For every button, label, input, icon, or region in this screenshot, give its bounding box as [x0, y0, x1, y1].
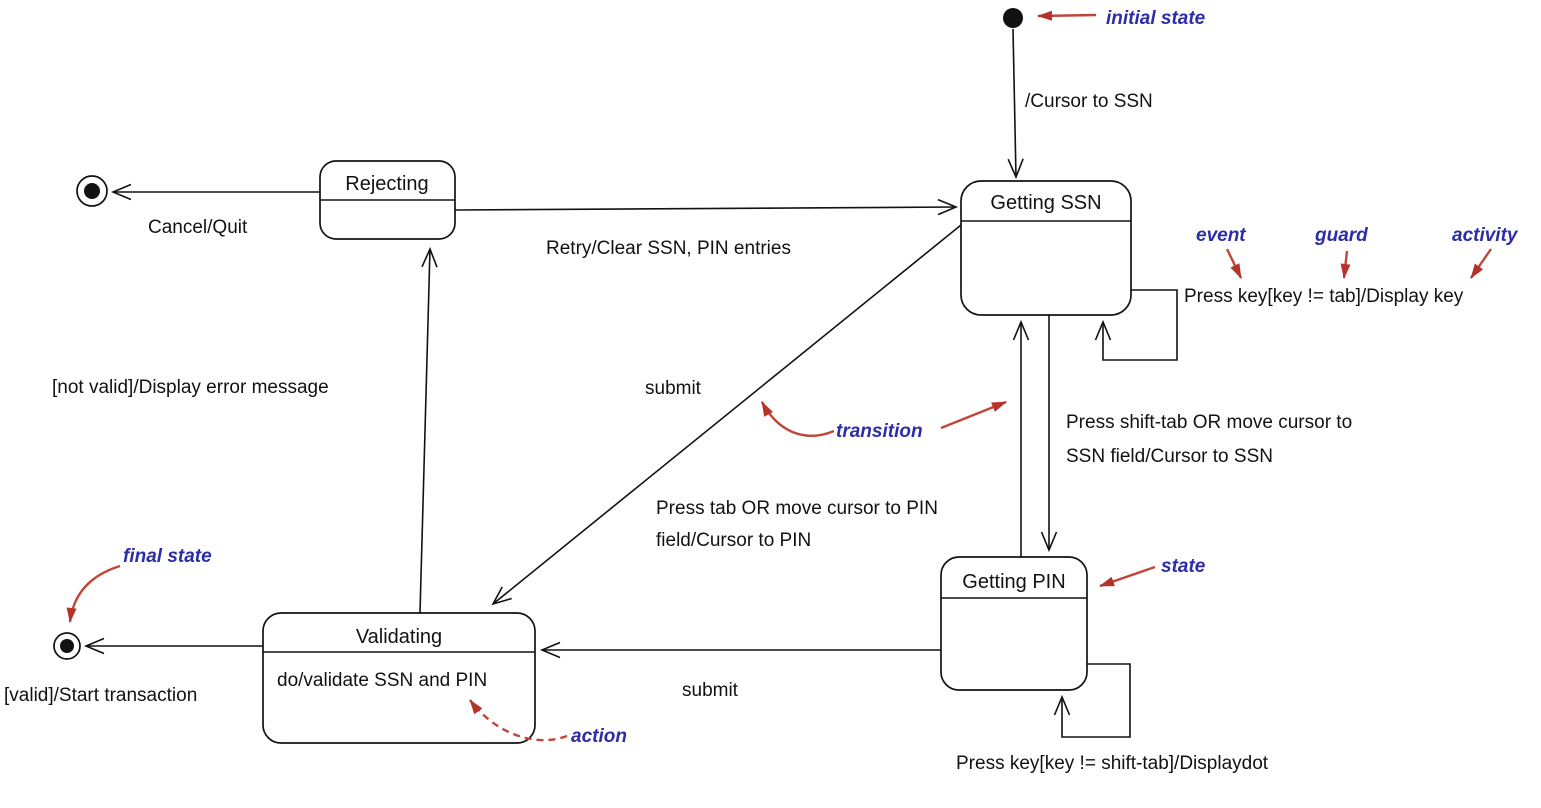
label-submit-upper: submit [645, 378, 702, 399]
annotation-action-arrow [469, 699, 568, 742]
state-getting-pin-box [940, 556, 1088, 691]
label-cancel-quit: Cancel/Quit [148, 217, 248, 238]
state-getting-pin: Getting PIN [940, 556, 1088, 691]
state-validating-box [262, 612, 536, 744]
state-validating-title: Validating [356, 626, 442, 648]
state-getting-pin-title: Getting PIN [962, 571, 1065, 593]
annotation-state: state [1161, 556, 1206, 577]
state-getting-ssn-title: Getting SSN [990, 192, 1101, 214]
transition-getting-pin-self-loop [1053, 663, 1131, 738]
transition-rejecting-to-getting-ssn [454, 198, 959, 216]
annotation-transition-arrow-right [940, 400, 1007, 430]
label-cursor-to-ssn: /Cursor to SSN [1025, 91, 1153, 112]
initial-state-pointer-arrow [1037, 10, 1097, 21]
annotation-action: action [571, 726, 627, 747]
annotation-guard: guard [1314, 225, 1368, 246]
label-valid: [valid]/Start transaction [4, 685, 197, 706]
state-getting-ssn-box [960, 180, 1132, 316]
state-validating: Validating do/validate SSN and PIN [262, 612, 536, 744]
label-tab-line1: Press tab OR move cursor to PIN [656, 498, 938, 519]
label-not-valid: [not valid]/Display error message [52, 377, 329, 398]
annotation-event-arrow [1225, 248, 1243, 279]
annotation-final-state-arrow [66, 564, 121, 623]
annotation-transition-arrow-left [760, 401, 835, 437]
initial-state-dot [1003, 8, 1023, 28]
annotation-transition: transition [836, 421, 923, 442]
label-shift-tab-line1: Press shift-tab OR move cursor to [1066, 412, 1352, 433]
label-press-key-tab: Press key[key != tab]/Display key [1184, 286, 1464, 307]
annotation-state-arrow [1099, 565, 1156, 588]
transition-getting-ssn-self-loop [1094, 289, 1178, 361]
label-shift-tab-line2: SSN field/Cursor to SSN [1066, 446, 1273, 467]
annotation-initial-state: initial state [1106, 8, 1206, 29]
label-submit-lower: submit [682, 680, 739, 701]
label-press-key-shift-tab: Press key[key != shift-tab]/Displaydot [956, 753, 1269, 774]
final-state-top-inner [84, 183, 100, 199]
label-tab-line2: field/Cursor to PIN [656, 530, 811, 551]
transition-validating-to-rejecting [419, 246, 438, 614]
transition-getting-ssn-to-validating [491, 224, 962, 606]
annotation-activity-arrow [1470, 248, 1492, 279]
final-state-top [76, 175, 108, 207]
state-validating-activity: do/validate SSN and PIN [277, 670, 487, 691]
annotation-final-state: final state [123, 546, 212, 567]
final-state-bottom-inner [60, 639, 74, 653]
state-getting-ssn: Getting SSN [960, 180, 1132, 316]
final-state-bottom [53, 632, 81, 660]
transition-initial-to-getting-ssn [1007, 28, 1024, 180]
label-retry: Retry/Clear SSN, PIN entries [546, 238, 791, 259]
annotation-activity: activity [1452, 225, 1519, 246]
state-rejecting: Rejecting [319, 160, 456, 240]
annotation-guard-arrow [1340, 250, 1351, 279]
annotation-event: event [1196, 225, 1246, 246]
state-rejecting-title: Rejecting [345, 173, 428, 195]
